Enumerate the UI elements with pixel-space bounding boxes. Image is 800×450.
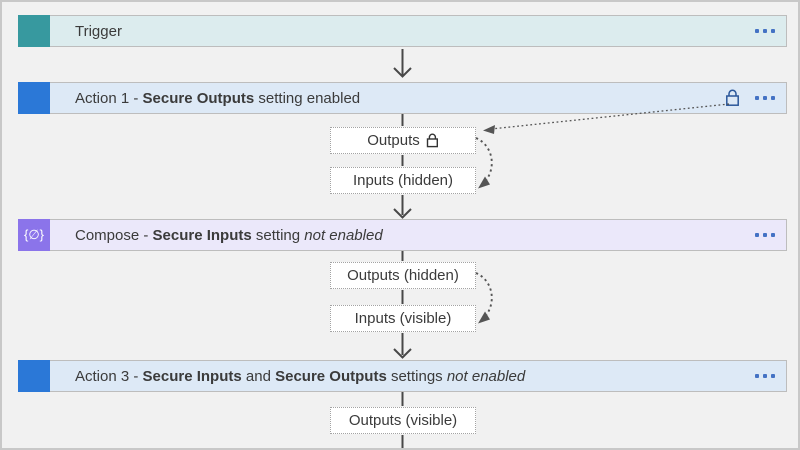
action1-icon [18,82,50,114]
trigger-node[interactable]: Trigger [18,15,787,47]
compose-icon: {∅} [18,219,50,251]
compose-label: Compose - Secure Inputs setting not enab… [75,226,383,244]
trigger-icon [18,15,50,47]
compose-more-options-icon[interactable] [755,229,775,241]
action1-inputs-box: Inputs (hidden) [330,167,476,194]
action3-icon [18,360,50,392]
compose-node[interactable]: {∅} Compose - Secure Inputs setting not … [18,219,787,251]
secure-outputs-lock-icon [725,89,740,107]
action1-more-options-icon[interactable] [755,92,775,104]
action3-node[interactable]: Action 3 - Secure Inputs and Secure Outp… [18,360,787,392]
action1-label: Action 1 - Secure Outputs setting enable… [75,89,361,107]
compose-inputs-box: Inputs (visible) [330,305,476,332]
trigger-more-options-icon[interactable] [755,25,775,37]
action1-outputs-box: Outputs [330,127,476,154]
outputs-to-inputs-arrow-2 [475,272,493,324]
outputs-to-inputs-arrow-1 [475,137,493,189]
trigger-label: Trigger [75,22,122,40]
action3-outputs-box: Outputs (visible) [330,407,476,434]
outputs-lock-icon [426,133,439,148]
action1-node[interactable]: Action 1 - Secure Outputs setting enable… [18,82,787,114]
compose-outputs-box: Outputs (hidden) [330,262,476,289]
action3-label: Action 3 - Secure Inputs and Secure Outp… [75,367,526,385]
action3-more-options-icon[interactable] [755,370,775,382]
